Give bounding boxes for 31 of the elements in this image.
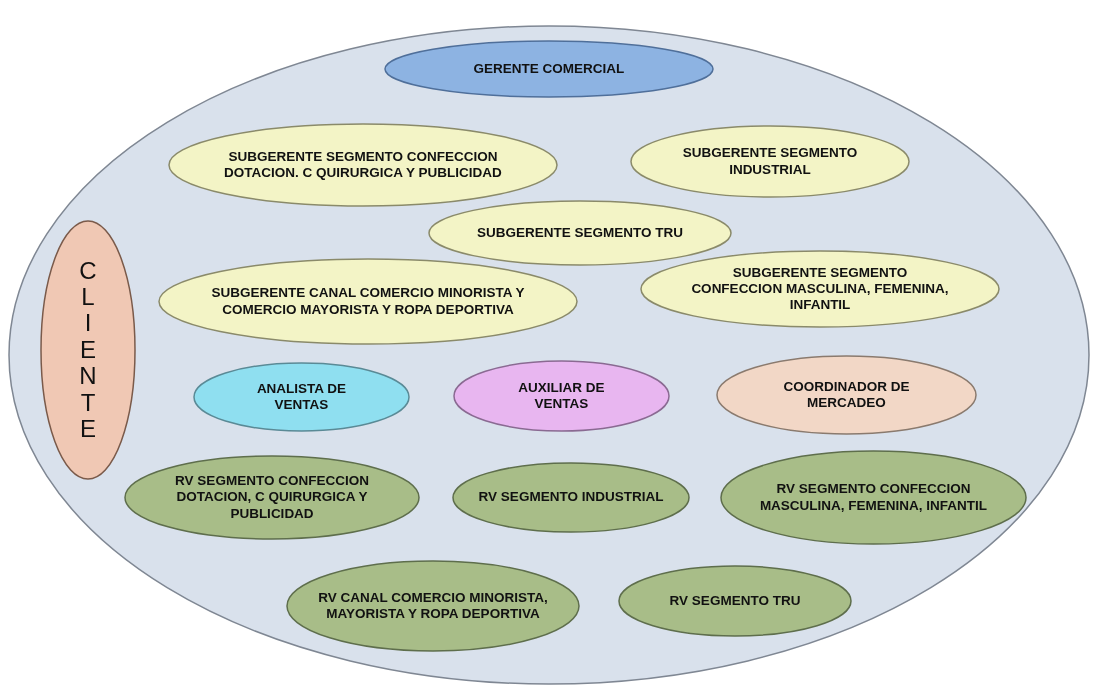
role-label: SUBGERENTE CANAL COMERCIO MINORISTA Y COMERCIO MAYORISTA Y ROPA DEPORTIVA [210, 285, 526, 318]
client-ellipse [40, 220, 136, 480]
role-ellipse [158, 258, 578, 345]
role-label: ANALISTA DE VENTAS [255, 380, 348, 414]
role-ellipse [720, 450, 1027, 545]
role-label: COORDINADOR DE MERCADEO [782, 378, 911, 412]
role-label: SUBGERENTE SEGMENTO CONFECCION DOTACION. C QUIRURGICA Y PUBLICIDAD [223, 148, 503, 182]
role-label: SUBGERENTE SEGMENTO TRU [476, 224, 684, 242]
role-ellipse [168, 123, 558, 207]
role-ellipse [716, 355, 977, 435]
role-label: GERENTE COMERCIAL [472, 60, 626, 78]
role-ellipse [640, 250, 1000, 328]
role-label: SUBGERENTE SEGMENTO INDUSTRIAL [681, 145, 859, 178]
group-ellipse [8, 25, 1090, 685]
client-label: CLIENTE [79, 257, 97, 443]
role-label: AUXILIAR DE VENTAS [517, 379, 606, 413]
role-ellipse [384, 40, 714, 98]
role-ellipse [124, 455, 420, 540]
role-label: RV SEGMENTO TRU [668, 592, 802, 610]
role-ellipse [286, 560, 580, 652]
role-label: RV CANAL COMERCIO MINORISTA, MAYORISTA Y ROPA DEPORTIVA [317, 589, 549, 623]
role-ellipse [452, 462, 690, 533]
role-ellipse [428, 200, 732, 266]
role-label: RV SEGMENTO INDUSTRIAL [477, 489, 665, 506]
role-ellipse [453, 360, 670, 432]
role-label: SUBGERENTE SEGMENTO CONFECCION MASCULINA, FEMENINA, INFANTIL [690, 264, 950, 314]
role-label: RV SEGMENTO CONFECCION DOTACION, C QUIRURGICA Y PUBLICIDAD [174, 473, 370, 522]
role-ellipse [630, 125, 910, 198]
role-ellipse [618, 565, 852, 637]
role-label: RV SEGMENTO CONFECCION MASCULINA, FEMENINA, INFANTIL [758, 481, 989, 514]
role-ellipse [193, 362, 410, 432]
